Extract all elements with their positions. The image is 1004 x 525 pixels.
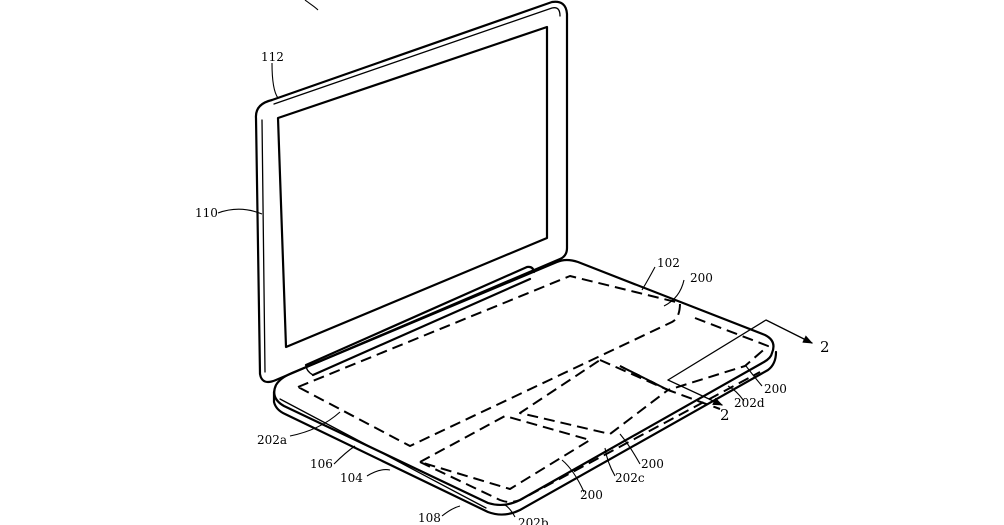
keyboard-region-202a bbox=[297, 275, 681, 447]
label-202a: 202a bbox=[257, 433, 287, 447]
label-202b: 202b bbox=[518, 516, 549, 525]
top-leader-fragment bbox=[304, 0, 319, 11]
label-202d: 202d bbox=[734, 396, 765, 410]
label-200-top: 200 bbox=[690, 271, 713, 285]
label-106: 106 bbox=[310, 457, 333, 471]
label-110: 110 bbox=[195, 206, 218, 220]
touch-regions bbox=[419, 317, 769, 503]
label-200-mid: 200 bbox=[641, 457, 664, 471]
label-200-bottom: 200 bbox=[580, 488, 603, 502]
label-104: 104 bbox=[340, 471, 363, 485]
label-202c: 202c bbox=[615, 471, 645, 485]
label-112: 112 bbox=[261, 50, 284, 64]
display-screen bbox=[276, 25, 549, 349]
leader-lines bbox=[217, 62, 763, 518]
display-lid bbox=[254, 0, 569, 384]
label-200-right: 200 bbox=[764, 382, 787, 396]
label-2-right: 2 bbox=[820, 338, 830, 356]
section-line-2-2 bbox=[667, 319, 813, 406]
label-108: 108 bbox=[418, 511, 441, 525]
label-102: 102 bbox=[657, 256, 680, 270]
hinge bbox=[304, 265, 536, 377]
label-2-lower: 2 bbox=[720, 406, 730, 424]
base-housing bbox=[272, 258, 778, 516]
